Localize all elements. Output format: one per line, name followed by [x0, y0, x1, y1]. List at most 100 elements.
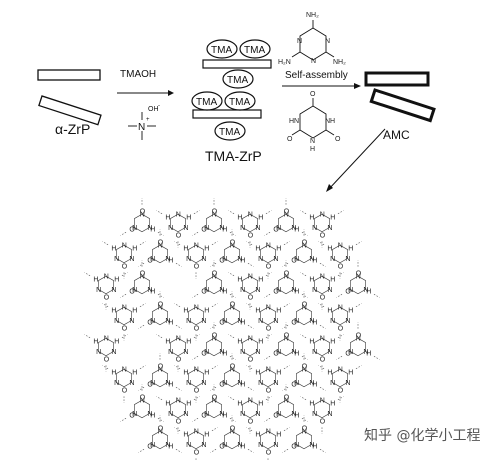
- substituent-atom: H: [312, 443, 317, 450]
- substituent-atom: H: [348, 245, 353, 252]
- ring-atom: N: [122, 367, 127, 374]
- ring-atom: N: [338, 305, 343, 312]
- ring-atom: N: [140, 274, 145, 281]
- hydrogen-bond: [301, 417, 308, 422]
- triazine-ring: [278, 213, 294, 233]
- hydrogen-bond: [373, 355, 380, 360]
- hydrogen-bond: [139, 303, 146, 308]
- hydrogen-bond: [283, 365, 290, 370]
- substituent-atom: O: [291, 381, 297, 388]
- ring-atom: N: [204, 349, 209, 356]
- triazine-ring: [242, 275, 258, 295]
- hydrogen-bond: [210, 262, 217, 267]
- ring-atom: N: [348, 349, 353, 356]
- ring-atom: N: [168, 411, 173, 418]
- ring-atom: N: [165, 318, 170, 325]
- substituent-atom: H: [183, 245, 188, 252]
- ring-atom: N: [147, 411, 152, 418]
- ring-atom: N: [204, 411, 209, 418]
- ring-atom: N: [309, 318, 314, 325]
- hydrogen-bond: [301, 293, 308, 298]
- substituent-atom: O: [129, 226, 135, 233]
- substituent-atom: O: [230, 239, 236, 246]
- hydrogen-bond: [264, 417, 271, 422]
- hydrogen-bond: [337, 334, 344, 339]
- triazine-ring: [206, 399, 222, 419]
- ring-atom: N: [212, 274, 217, 281]
- hydrogen-bond: [300, 396, 307, 401]
- substituent-atom: H: [150, 412, 155, 419]
- hydrogen-bond: [229, 417, 236, 422]
- substituent-atom: H: [204, 245, 209, 252]
- triazine-ring: [350, 337, 366, 357]
- substituent-atom: O: [219, 257, 225, 264]
- substituent-atom: O: [248, 418, 254, 425]
- hydrogen-bond: [318, 241, 325, 246]
- substituent-atom: O: [284, 208, 290, 215]
- substituent-atom: O: [302, 363, 308, 370]
- substituent-atom: H: [186, 214, 191, 221]
- substituent-atom: O: [158, 239, 164, 246]
- hydrogen-bond: [247, 324, 254, 329]
- hydrogen-bond: [120, 293, 127, 298]
- ring-atom: N: [302, 429, 307, 436]
- ring-atom: N: [122, 305, 127, 312]
- triazine-ring: [296, 306, 312, 326]
- tma-label: TMA: [211, 45, 232, 56]
- cyanuric-h-bottom: H: [310, 146, 315, 153]
- substituent-atom: O: [291, 319, 297, 326]
- hydrogen-bond: [300, 334, 307, 339]
- hydrogen-bond: [337, 396, 344, 401]
- ring-atom: N: [132, 411, 137, 418]
- ring-atom: N: [222, 256, 227, 263]
- substituent-atom: O: [320, 294, 326, 301]
- tma-label: TMA: [196, 97, 217, 108]
- ring-atom: N: [312, 411, 317, 418]
- hydrogen-bond: [139, 365, 146, 370]
- ring-atom: N: [276, 287, 281, 294]
- ring-atom: N: [240, 349, 245, 356]
- hydrogen-bond: [156, 210, 163, 215]
- hydrogen-bond: [156, 396, 163, 401]
- ring-atom: N: [158, 305, 163, 312]
- ring-atom: N: [327, 411, 332, 418]
- melamine-amine-left: H₂N: [278, 59, 291, 66]
- substituent-atom: O: [129, 288, 135, 295]
- triazine-ring: [152, 244, 168, 264]
- substituent-atom: O: [230, 301, 236, 308]
- hydrogen-bond: [139, 241, 146, 246]
- cyanuric-oxygen: O: [287, 136, 293, 143]
- hydrogen-bond: [175, 324, 182, 329]
- hydrogen-bond: [283, 241, 290, 246]
- substituent-atom: O: [273, 226, 279, 233]
- ring-atom: N: [276, 411, 281, 418]
- hydrogen-bond: [265, 396, 272, 401]
- hydrogen-bond: [228, 210, 235, 215]
- substituent-atom: H: [150, 288, 155, 295]
- ring-atom: N: [330, 256, 335, 263]
- substituent-atom: O: [147, 319, 153, 326]
- triazine-ring: [260, 306, 276, 326]
- substituent-atom: O: [194, 263, 200, 270]
- hydrogen-bond: [247, 448, 254, 453]
- substituent-atom: O: [284, 332, 290, 339]
- hydrogen-bond: [247, 262, 254, 267]
- ring-atom: N: [96, 287, 101, 294]
- cyanuric-oxygen: O: [310, 91, 316, 98]
- substituent-atom: H: [150, 226, 155, 233]
- ring-atom: N: [273, 380, 278, 387]
- substituent-atom: H: [165, 400, 170, 407]
- hydrogen-bond: [229, 355, 236, 360]
- ring-atom: N: [219, 349, 224, 356]
- ring-atom: N: [266, 305, 271, 312]
- ring-atom: N: [294, 442, 299, 449]
- hydrogen-bond: [301, 355, 308, 360]
- substituent-atom: H: [204, 307, 209, 314]
- triazine-ring: [224, 430, 240, 450]
- triazine-ring: [134, 399, 150, 419]
- hydrogen-bond: [175, 262, 182, 267]
- substituent-atom: O: [302, 301, 308, 308]
- ring-atom: N: [284, 212, 289, 219]
- substituent-atom: O: [356, 332, 362, 339]
